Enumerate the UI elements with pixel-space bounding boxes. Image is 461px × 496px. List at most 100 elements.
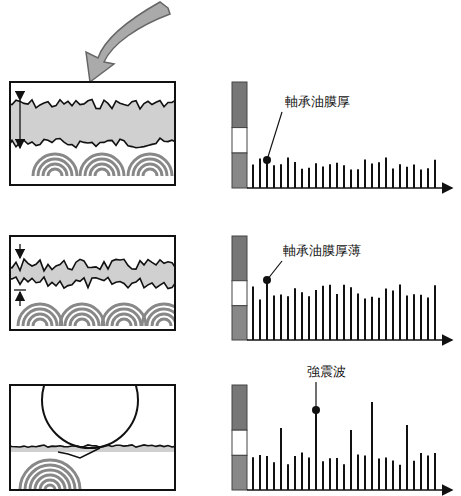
spectrum-bar — [287, 296, 289, 340]
spectrum-bar — [371, 402, 373, 490]
leader-line — [267, 112, 282, 160]
spectrum-bar — [364, 160, 366, 188]
vibration-fan — [28, 314, 52, 326]
callout-dot — [312, 406, 320, 414]
spectrum-bar — [378, 298, 380, 340]
spectrum-bar — [301, 292, 303, 340]
spectrum-bar — [364, 299, 366, 340]
spectrum-bar — [259, 455, 261, 490]
spectrum-bar — [315, 163, 317, 188]
vibration-fan — [95, 169, 109, 176]
spectrum-bar — [343, 165, 345, 188]
contact-dent — [58, 448, 100, 458]
spectrum-bar — [378, 162, 380, 188]
vibration-fan — [65, 309, 99, 326]
vibration-fan — [90, 164, 114, 176]
vibration-fan — [142, 304, 174, 326]
oil-film — [11, 100, 174, 148]
spectrum-bar — [301, 169, 303, 188]
spectrum-bar — [357, 454, 359, 490]
spectrum-bar — [280, 428, 282, 490]
vibration-fan — [33, 154, 77, 176]
spectrum-bar — [252, 286, 254, 340]
level-bar — [232, 430, 247, 455]
spectrum-bar — [329, 458, 331, 490]
spectrum-bar — [413, 461, 415, 490]
vibration-fan — [157, 319, 171, 326]
vibration-fan — [112, 314, 136, 326]
spectrum-bar — [329, 285, 331, 340]
vibration-fan — [138, 164, 162, 176]
level-bar — [232, 236, 247, 281]
panel-frame — [10, 236, 175, 330]
spectrum-bar — [413, 294, 415, 340]
spectrum-bar — [252, 164, 254, 188]
spectrum-bar — [308, 168, 310, 188]
spectrum-bar — [294, 162, 296, 188]
spectrum-bar — [301, 453, 303, 490]
vibration-fan — [48, 169, 62, 176]
level-bar — [232, 385, 247, 430]
vibration-fan — [70, 314, 94, 326]
spectrum-bar — [343, 285, 345, 340]
spectrum-bar — [434, 453, 436, 490]
vibration-fan — [133, 159, 167, 176]
vibration-fan — [40, 480, 60, 489]
spectrum-bar — [406, 167, 408, 188]
vibration-fan — [102, 304, 146, 326]
level-bar — [232, 153, 247, 188]
vibration-fan — [18, 304, 62, 326]
spectrum-bar — [385, 288, 387, 340]
spectrum-bar — [406, 425, 408, 490]
vibration-fan — [107, 309, 141, 326]
level-bar — [232, 455, 247, 490]
thickness-arrow — [19, 100, 20, 148]
spectrum-bar — [399, 465, 401, 490]
thickness-arrow — [19, 292, 20, 306]
oil-film — [11, 259, 174, 289]
vibration-fan — [45, 485, 55, 489]
vibration-fan — [20, 460, 80, 489]
spectrum-bar — [357, 293, 359, 340]
spectrum-bar — [371, 164, 373, 188]
spectrum-bar — [420, 453, 422, 490]
vibration-fan — [80, 154, 124, 176]
thickness-arrow — [19, 244, 20, 258]
spectrum-bar — [427, 297, 429, 340]
spectrum-bar — [364, 456, 366, 490]
spectrum-bar — [322, 166, 324, 188]
spectrum-bar — [399, 164, 401, 188]
spectrum-bar — [308, 457, 310, 490]
spectrum-bar — [434, 160, 436, 188]
callout-dot — [263, 156, 271, 164]
drawing-stroke — [14, 289, 26, 290]
spectrum-bar — [315, 410, 317, 490]
rolling-ball — [42, 386, 138, 448]
level-bar — [232, 281, 247, 306]
spectrum-bar — [280, 164, 282, 188]
spectrum-bar — [266, 160, 268, 188]
spectrum-bar — [427, 168, 429, 188]
level-bar — [232, 82, 247, 128]
callout-dot — [263, 276, 271, 284]
panel-frame — [10, 385, 175, 490]
vibration-fan — [38, 159, 72, 176]
vibration-fan — [75, 319, 89, 326]
vibration-fan — [128, 154, 172, 176]
vibration-fan — [152, 314, 174, 326]
leader-line — [315, 382, 316, 410]
surface-profile — [11, 445, 174, 447]
spectrum-bar — [259, 300, 261, 340]
spectrum-bar — [294, 288, 296, 340]
callout-label: 軸承油膜厚薄 — [282, 243, 362, 258]
vibration-fan — [143, 169, 157, 176]
spectrum-bar — [273, 165, 275, 188]
vibration-fan — [33, 319, 47, 326]
spectrum-bar — [350, 170, 352, 188]
spectrum-bar — [371, 297, 373, 340]
callout-label: 軸承油膜厚 — [284, 94, 351, 109]
spectrum-bar — [315, 290, 317, 340]
spectrum-bar — [336, 294, 338, 340]
